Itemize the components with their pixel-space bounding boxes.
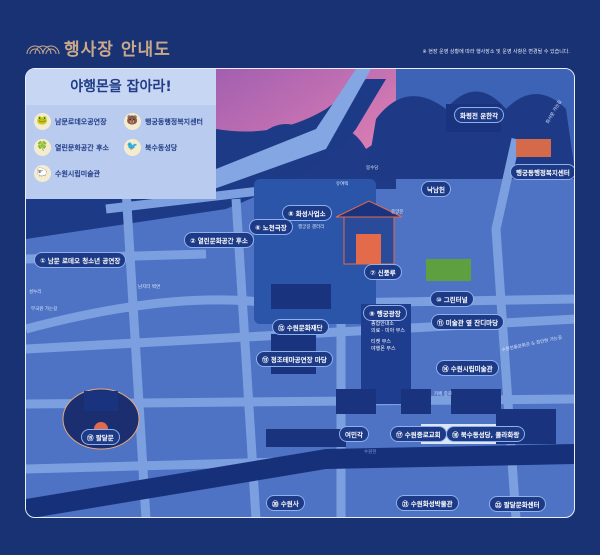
place-label[interactable]: ⑭ 수원시립미술관: [436, 360, 499, 376]
place-label[interactable]: 행궁동행정복지센터: [510, 164, 574, 180]
place-label[interactable]: ⑮ 팔달문: [81, 429, 120, 445]
place-label[interactable]: ⑫ 수원문화재단: [272, 319, 329, 335]
legend-panel: 야행몬을 잡아라! 🐸남문로데오공연장 🐻행궁동행정복지센터 🍀열린문화공간 후…: [26, 69, 216, 199]
place-label[interactable]: ⑪ 미술관 옆 잔디마당: [431, 314, 505, 330]
place-label[interactable]: 화령전 운한각: [454, 107, 505, 123]
place-label[interactable]: ⑦ 신풍루: [364, 264, 402, 280]
place-label[interactable]: ⑥ 노천극장: [249, 219, 293, 235]
event-map[interactable]: 야행몬을 잡아라! 🐸남문로데오공연장 🐻행궁동행정복지센터 🍀열린문화공간 후…: [25, 68, 575, 518]
place-label[interactable]: ㉑ 수원화성박물관: [396, 495, 459, 511]
place-label[interactable]: 낙남헌: [421, 181, 451, 197]
legend-item: 🐑수원시립미술관: [34, 165, 100, 182]
map-note: 성누리: [29, 290, 42, 295]
palace-building-icon: [335, 200, 403, 265]
map-note: 수원천: [364, 450, 377, 455]
mascot-green-icon: 🐸: [34, 113, 51, 130]
map-note: 부국원 가는길: [31, 307, 58, 312]
place-label[interactable]: ① 남문 로데오 청소년 공연장: [34, 252, 127, 268]
place-label[interactable]: ② 열린문화공간 후소: [184, 232, 254, 248]
map-note: 유여택: [336, 182, 349, 187]
place-label[interactable]: ⑳ 수원사: [266, 495, 305, 511]
wave-logo-icon: [26, 45, 60, 54]
place-label[interactable]: ⑰ 수원중로교회: [390, 426, 447, 442]
place-label[interactable]: 여민각: [339, 426, 369, 442]
place-label[interactable]: ⑩ 그린터널: [430, 291, 474, 307]
legend-item: 🐸남문로데오공연장: [34, 113, 107, 130]
mascot-bird-icon: 🐦: [124, 139, 141, 156]
mascot-sheep-icon: 🐑: [34, 165, 51, 182]
legend-title: 야행몬을 잡아라!: [26, 69, 216, 105]
map-note: 봉수당: [366, 166, 379, 171]
map-note: 카페 중로: [434, 392, 452, 397]
legend-item: 🐻행궁동행정복지센터: [124, 113, 203, 130]
mascot-dark-icon: 🐻: [124, 113, 141, 130]
map-note: 중양문: [391, 210, 404, 215]
legend-item: 🐦북수동성당: [124, 139, 177, 156]
place-label[interactable]: ⑬ 정조테마공연장 마당: [256, 351, 333, 367]
place-label[interactable]: ⑧ 화성사업소: [282, 205, 332, 221]
place-label[interactable]: ⑱ 북수동성당, 콜라화랑: [446, 426, 526, 442]
place-label[interactable]: ㉒ 팔달문화센터: [489, 496, 546, 512]
map-note: 남지터 벽면: [138, 285, 161, 290]
notice-text: ※ 현장 운영 상황에 따라 행사장소 및 운영 사항은 변경될 수 있습니다.: [422, 49, 570, 55]
legend-item: 🍀열린문화공간 후소: [34, 139, 109, 156]
map-note: 행궁길 갤러리: [298, 225, 325, 230]
place-label[interactable]: ⑨ 행궁광장: [363, 305, 407, 321]
mascot-leaf-icon: 🍀: [34, 139, 51, 156]
page-title: 행사장 안내도: [64, 40, 171, 60]
